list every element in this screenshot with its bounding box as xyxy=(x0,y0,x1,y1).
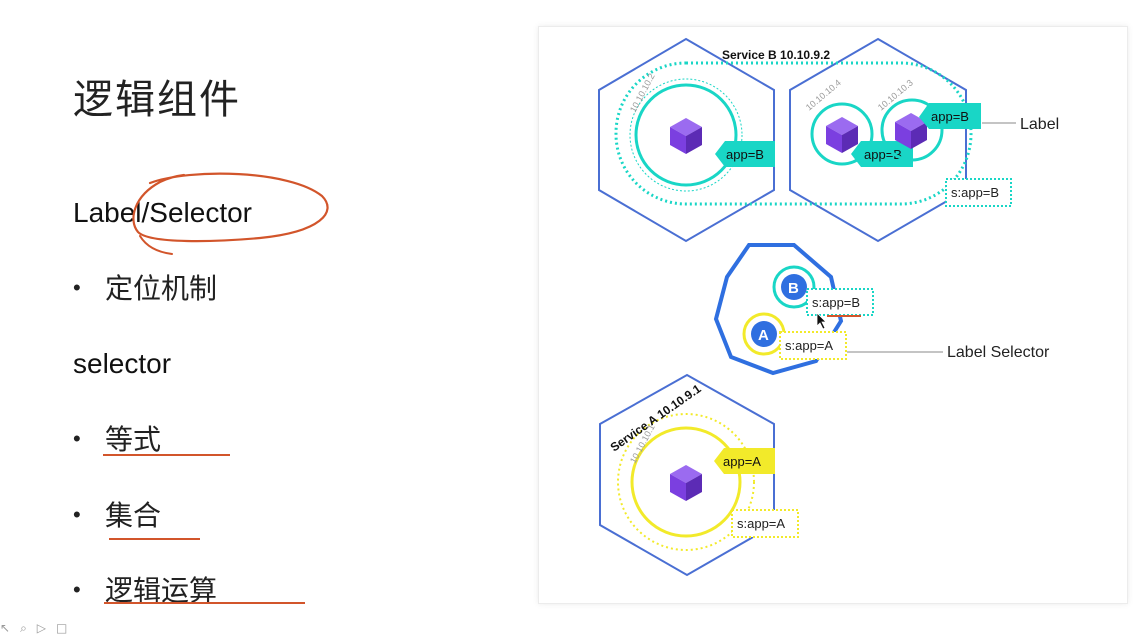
bullet-text: 集合 xyxy=(105,499,162,532)
presenter-toolbar: ↖ ⌕ ▷ □ xyxy=(0,622,110,634)
bullet-dot: • xyxy=(73,502,81,527)
kubernetes-label-selector-diagram: Service B 10.10.9.2 10.10.10.2 app=B 10.… xyxy=(538,26,1128,604)
bullet-dot: • xyxy=(73,426,81,451)
bullet-item: • 定位机制 xyxy=(73,270,217,307)
pod-ring xyxy=(810,102,874,166)
zoom-icon[interactable]: ⌕ xyxy=(20,621,27,634)
pod-cube-icon xyxy=(895,113,927,149)
service-selector-text: s:app=B xyxy=(951,185,999,200)
cursor-icon xyxy=(816,312,827,330)
service-b-title: Service B 10.10.9.2 xyxy=(722,48,830,62)
label-tag-text: app=B xyxy=(931,109,969,124)
label-tag xyxy=(851,141,913,167)
cursor-tool-icon[interactable]: ↖ xyxy=(0,621,11,634)
bullet-item: • 集合 xyxy=(73,497,161,534)
diagram-canvas: Service B 10.10.9.2 10.10.10.2 app=B 10.… xyxy=(598,37,1059,577)
pod-ring xyxy=(630,426,742,538)
pod-ring xyxy=(634,83,738,187)
annotation-tail xyxy=(139,235,173,255)
section-heading-label-selector: Label/Selector xyxy=(73,197,253,228)
service-a-boundary xyxy=(617,413,755,551)
selector-a-badge-icon xyxy=(751,321,777,347)
callout-label: Label xyxy=(1020,116,1059,133)
service-selector-box xyxy=(945,178,1012,207)
selector-b-badge-icon xyxy=(781,274,807,300)
label-tag xyxy=(919,103,981,129)
bullet-text: 定位机制 xyxy=(105,272,218,305)
selector-b-badge-text: B xyxy=(788,280,799,297)
pod-cube-icon xyxy=(670,118,702,154)
callout-label-selector: Label Selector xyxy=(947,344,1050,361)
label-tag xyxy=(715,141,775,167)
bullet-text: 等式 xyxy=(105,423,162,456)
pod-cube-icon xyxy=(826,117,858,153)
node-hexagon-right xyxy=(789,37,967,243)
selector-box-a xyxy=(779,331,847,360)
square-icon[interactable]: □ xyxy=(56,621,68,634)
label-tag xyxy=(714,448,775,474)
selector-box-b-text: s:app=B xyxy=(812,295,860,310)
label-tag-text: app=A xyxy=(723,454,761,469)
pod-ring xyxy=(880,98,944,162)
bullet-text: 逻辑运算 xyxy=(105,574,218,607)
label-tag-text: app=B xyxy=(726,147,764,162)
bullet-dot: • xyxy=(73,275,81,300)
service-selector-box xyxy=(731,509,799,538)
bullet-dot: • xyxy=(73,577,81,602)
selector-a-badge-text: A xyxy=(758,327,769,344)
service-b-boundary xyxy=(614,61,973,206)
selector-box-b xyxy=(806,288,874,316)
play-icon[interactable]: ▷ xyxy=(36,621,47,634)
service-selector-text: s:app=A xyxy=(737,516,785,531)
bullet-item: • 等式 xyxy=(73,421,161,458)
slide-title: 逻辑组件 xyxy=(73,77,241,123)
pod-cube-icon xyxy=(670,465,702,501)
label-tag-text: app=B xyxy=(864,147,902,162)
section-heading-selector: selector xyxy=(73,348,172,379)
pod-ring-outer xyxy=(629,78,743,192)
selector-box-a-text: s:app=A xyxy=(785,338,833,353)
bullet-item: • 逻辑运算 xyxy=(73,572,217,609)
